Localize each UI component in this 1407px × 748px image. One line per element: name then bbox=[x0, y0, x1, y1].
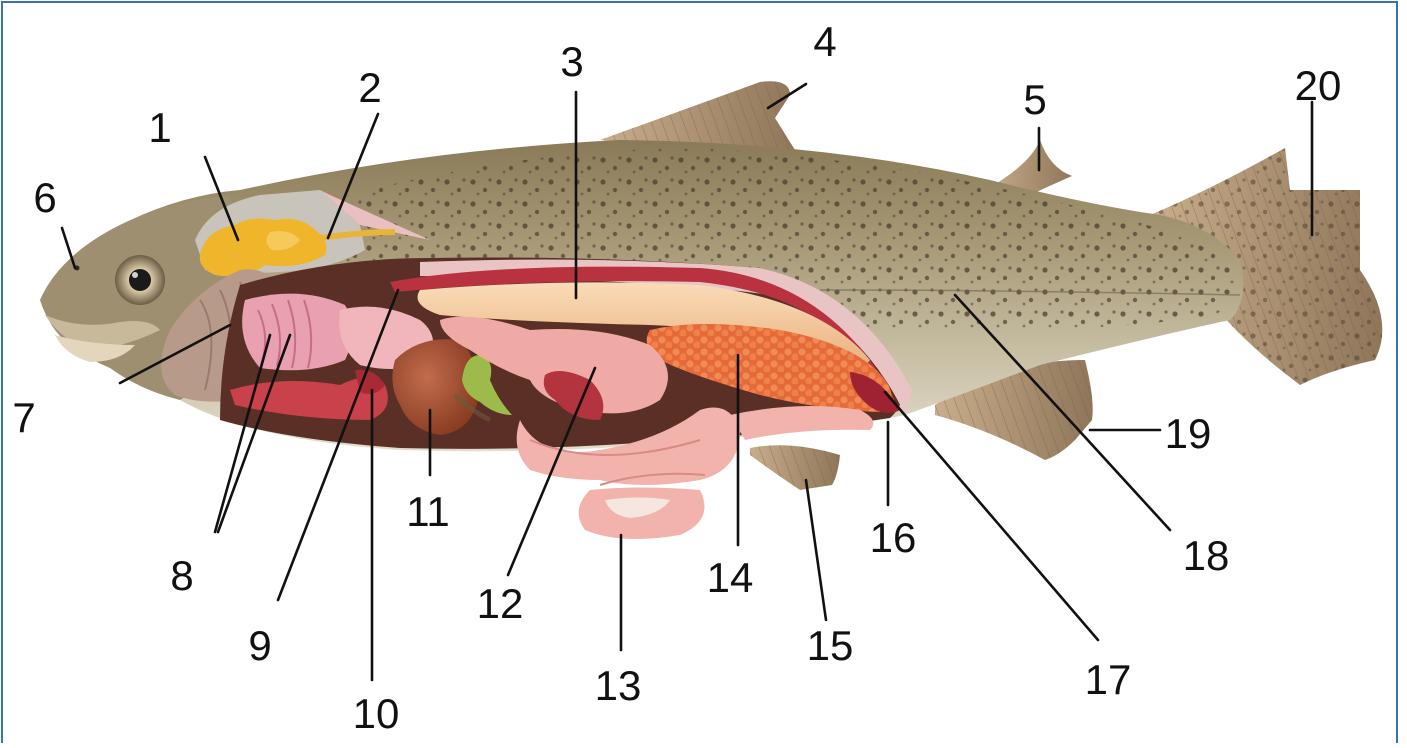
leader-15 bbox=[806, 480, 826, 620]
label-15: 15 bbox=[807, 622, 854, 669]
dorsal-fin bbox=[600, 81, 795, 150]
label-14: 14 bbox=[707, 554, 754, 601]
label-5: 5 bbox=[1023, 76, 1046, 123]
label-4: 4 bbox=[813, 18, 836, 65]
label-19: 19 bbox=[1165, 410, 1212, 457]
pelvic-fin bbox=[750, 445, 840, 490]
label-10: 10 bbox=[353, 690, 400, 737]
label-18: 18 bbox=[1183, 532, 1230, 579]
label-17: 17 bbox=[1085, 656, 1132, 703]
label-12: 12 bbox=[477, 580, 524, 627]
label-9: 9 bbox=[248, 622, 271, 669]
label-11: 11 bbox=[406, 488, 450, 535]
label-6: 6 bbox=[33, 174, 56, 221]
label-8: 8 bbox=[170, 552, 193, 599]
eye bbox=[115, 255, 165, 305]
gills bbox=[242, 294, 352, 371]
label-1: 1 bbox=[148, 104, 171, 151]
label-20: 20 bbox=[1295, 62, 1342, 109]
label-3: 3 bbox=[560, 38, 583, 85]
label-13: 13 bbox=[595, 662, 642, 709]
label-16: 16 bbox=[870, 514, 917, 561]
label-7: 7 bbox=[12, 394, 35, 441]
label-2: 2 bbox=[358, 64, 381, 111]
